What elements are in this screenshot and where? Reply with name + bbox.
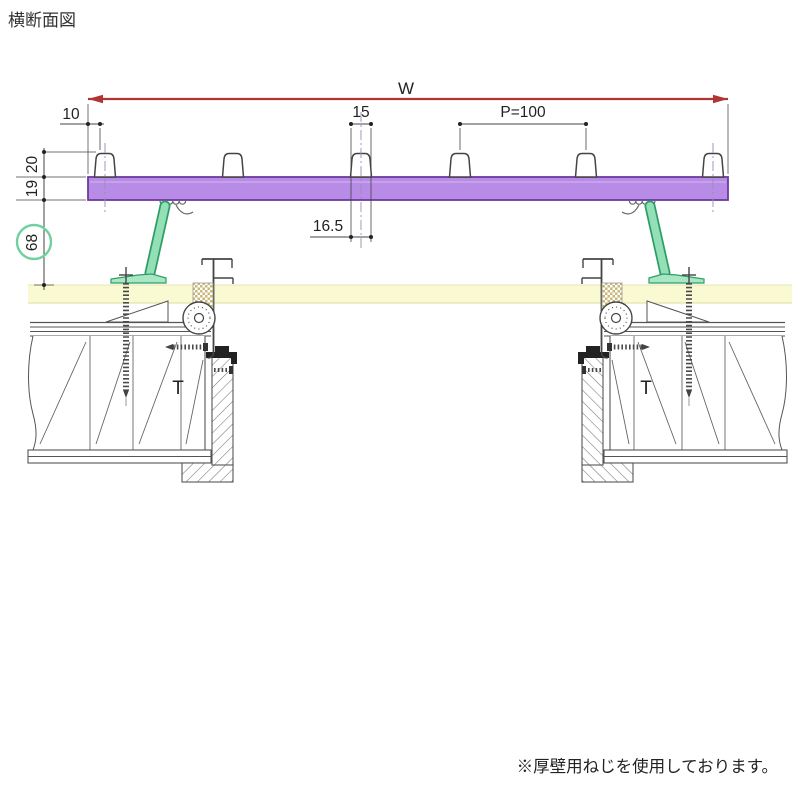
- dim-w: W: [87, 79, 729, 174]
- dim-10-label: 10: [62, 106, 80, 123]
- deck-rib: [448, 152, 472, 178]
- footnote: ※厚壁用ねじを使用しております。: [517, 757, 778, 776]
- dim-p100-label: P=100: [500, 104, 546, 121]
- dim-10: 10: [60, 106, 104, 150]
- dim-20-label: 20: [24, 156, 41, 174]
- arrowhead-right: [713, 94, 728, 104]
- arrowhead-left: [88, 94, 103, 104]
- deck-board: [87, 176, 729, 201]
- page-title: 横断面図: [8, 11, 76, 30]
- dim-p100: P=100: [458, 104, 588, 150]
- dim-68-label: 68: [24, 234, 41, 251]
- t-label-right: T: [640, 378, 652, 399]
- deck-rib: [221, 152, 245, 178]
- dim-19-label: 19: [24, 180, 41, 197]
- substrate-plate: [28, 284, 792, 304]
- dim-left-chain: 20 19 68: [15, 148, 96, 290]
- dim-15-label: 15: [352, 104, 369, 121]
- deck-rib: [574, 152, 598, 178]
- dim-15: 15: [349, 104, 373, 126]
- dim-68-highlight-circle: [15, 223, 53, 261]
- dim-w-label: W: [398, 79, 414, 98]
- rib-centerlines: [104, 112, 714, 250]
- dim-16-5: 16.5: [310, 128, 373, 242]
- t-label-left: T: [172, 378, 184, 399]
- dim-16-5-label: 16.5: [313, 218, 343, 235]
